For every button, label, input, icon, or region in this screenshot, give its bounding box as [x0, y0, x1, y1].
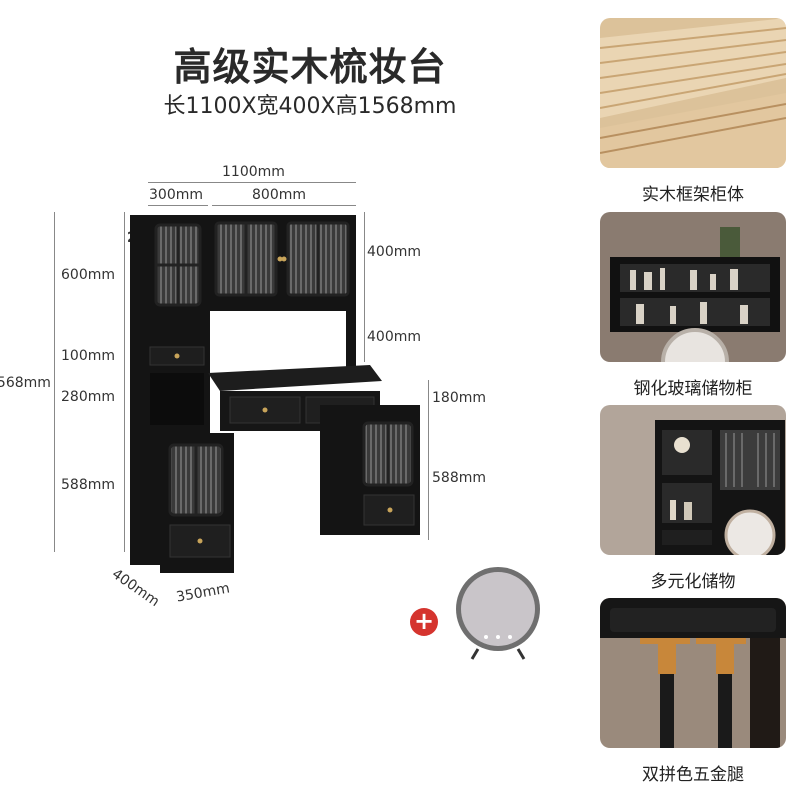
feature-caption-3: 多元化储物 — [650, 572, 736, 592]
dim-line-total-height — [54, 212, 55, 552]
dim-line-upper-height — [364, 212, 365, 362]
dim-upper-bottom: 400mm — [367, 329, 421, 345]
dim-left-100: 100mm — [61, 348, 115, 364]
dim-left-600: 600mm — [61, 267, 115, 283]
product-dimensions-summary: 长1100X宽400X高1568mm — [163, 94, 457, 119]
dim-line-left-heights — [124, 212, 125, 552]
dim-left-280: 280mm — [61, 389, 115, 405]
dim-left-width: 300mm — [149, 187, 203, 203]
dim-left-588: 588mm — [61, 477, 115, 493]
feature-image-solid-wood — [600, 18, 786, 168]
dim-top-width: 800mm — [252, 187, 306, 203]
feature-image-two-tone-legs — [600, 598, 786, 748]
feature-caption-2: 钢化玻璃储物柜 — [633, 379, 753, 399]
feature-caption-1: 实木框架柜体 — [642, 185, 744, 205]
feature-caption-4: 双拼色五金腿 — [642, 765, 744, 785]
dresser-illustration — [130, 215, 420, 573]
dim-line-top-width — [212, 205, 356, 206]
feature-image-storage — [600, 405, 786, 555]
dim-total-height: 1568mm — [0, 375, 51, 391]
dim-line-right-heights — [428, 380, 429, 540]
dim-line-left-width — [148, 205, 208, 206]
dim-right-180: 180mm — [432, 390, 486, 406]
round-mirror-image — [456, 567, 540, 660]
dim-total-width: 1100mm — [222, 164, 285, 180]
dim-right-588: 588mm — [432, 470, 486, 486]
dim-line-total-width — [148, 182, 356, 183]
product-title: 高级实木梳妆台 — [173, 45, 447, 89]
feature-image-glass-cabinet — [600, 212, 786, 362]
add-on-plus-icon: + — [410, 608, 438, 636]
dim-upper-top: 400mm — [367, 244, 421, 260]
desk-top — [208, 365, 382, 391]
